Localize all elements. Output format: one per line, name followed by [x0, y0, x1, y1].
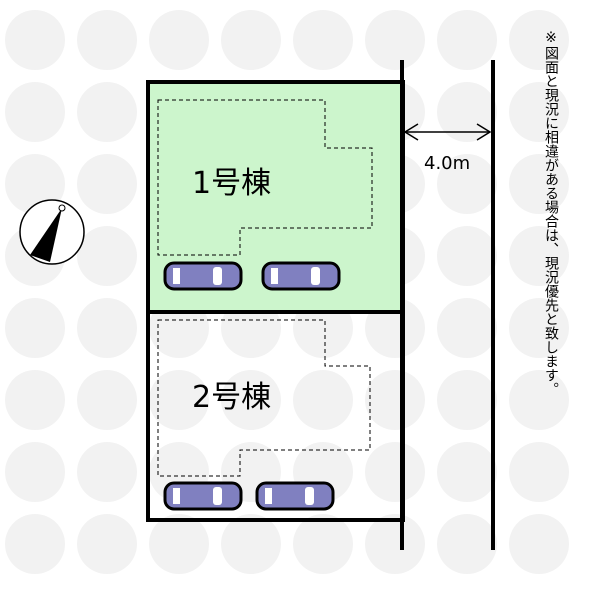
north-compass	[19, 199, 85, 265]
lot-1-label: 1号棟	[192, 166, 272, 201]
disclaimer-note: ※図面と現況に相違がある場合は、現況優先と致します。	[543, 30, 559, 396]
watermark-logo	[509, 298, 569, 358]
watermark-logo	[365, 370, 425, 430]
watermark-logo	[149, 370, 209, 430]
car-icon	[163, 261, 243, 291]
watermark-logo	[437, 298, 497, 358]
watermark-logo	[293, 370, 353, 430]
watermark-logo	[293, 10, 353, 70]
car-icon	[255, 481, 335, 511]
watermark-logo	[149, 514, 209, 574]
lot-2-label: 2号棟	[192, 380, 272, 415]
watermark-logo	[509, 226, 569, 286]
watermark-logo	[509, 442, 569, 502]
watermark-logo	[5, 370, 65, 430]
building-1-outline	[157, 99, 373, 256]
watermark-logo	[437, 226, 497, 286]
watermark-logo	[221, 370, 281, 430]
watermark-logo	[509, 82, 569, 142]
dimension-arrow	[403, 123, 492, 141]
watermark-logo	[149, 10, 209, 70]
watermark-logo	[437, 514, 497, 574]
watermark-logo	[77, 10, 137, 70]
watermark-logo	[77, 82, 137, 142]
watermark-logo	[5, 298, 65, 358]
watermark-logo	[221, 514, 281, 574]
watermark-logo	[365, 514, 425, 574]
watermark-logo	[437, 370, 497, 430]
watermark-logo	[365, 442, 425, 502]
watermark-logo	[293, 514, 353, 574]
building-2-outline	[157, 319, 371, 477]
watermark-logo	[5, 514, 65, 574]
car-icon	[163, 481, 243, 511]
watermark-logo	[509, 514, 569, 574]
watermark-logo	[437, 10, 497, 70]
watermark-logo	[77, 514, 137, 574]
watermark-logo	[509, 370, 569, 430]
watermark-logo	[77, 154, 137, 214]
watermark-logo	[5, 82, 65, 142]
watermark-logo	[5, 442, 65, 502]
watermark-logo	[437, 154, 497, 214]
watermark-logo	[77, 226, 137, 286]
watermark-logo	[5, 10, 65, 70]
watermark-logo	[509, 154, 569, 214]
watermark-logo	[77, 370, 137, 430]
road-width-label: 4.0m	[424, 153, 471, 174]
watermark-logo	[509, 10, 569, 70]
watermark-logo	[5, 154, 65, 214]
watermark-logo	[221, 10, 281, 70]
watermark-logo	[77, 442, 137, 502]
watermark-logo	[365, 10, 425, 70]
car-icon	[261, 261, 341, 291]
watermark-logo	[77, 298, 137, 358]
watermark-logo	[437, 442, 497, 502]
